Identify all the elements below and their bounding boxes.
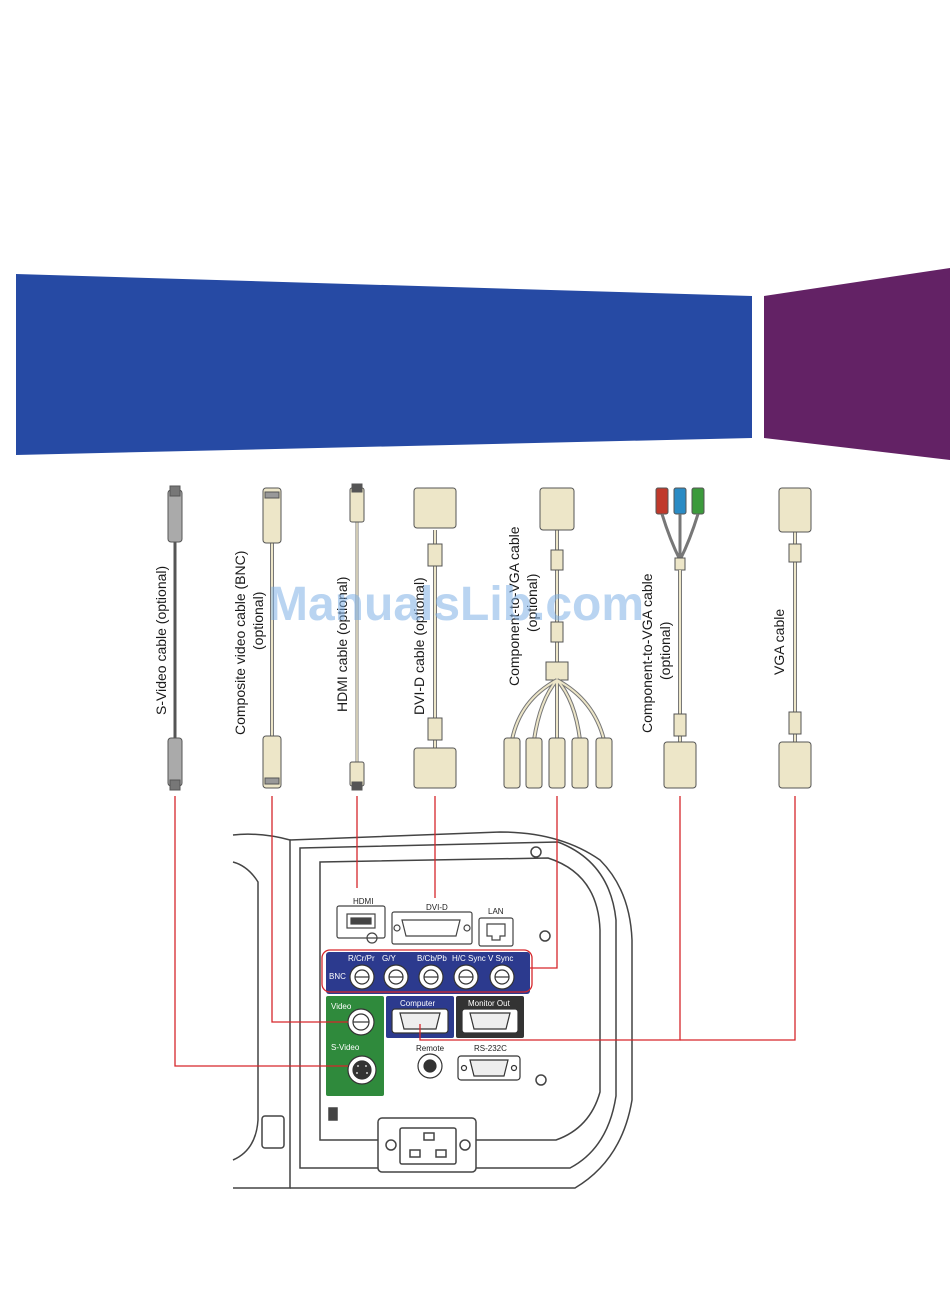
- monitor-out-label: Monitor Out: [468, 999, 511, 1008]
- bnc-jack-label: V Sync: [488, 954, 513, 963]
- bnc-jack-label: B/Cb/Pb: [417, 954, 447, 963]
- dvi-d-cable-label: DVI-D cable (optional): [411, 577, 427, 715]
- remote-port[interactable]: [417, 1053, 443, 1079]
- bnc-jack[interactable]: [383, 964, 409, 990]
- component-bnc-cable-label-2: (optional): [524, 574, 540, 632]
- bnc-jack[interactable]: [489, 964, 515, 990]
- component-rca-cable-label-2: (optional): [657, 622, 673, 680]
- bnc-jack[interactable]: [453, 964, 479, 990]
- remote-label: Remote: [416, 1044, 445, 1053]
- computer-port[interactable]: [391, 1008, 449, 1034]
- dvi-d-cable: [413, 487, 457, 789]
- bnc-jack-label: R/Cr/Pr: [348, 954, 375, 963]
- component-rca-cable-label: Component-to-VGA cable: [639, 573, 655, 733]
- bnc-jack-label: H/C Sync: [452, 954, 486, 963]
- composite-cable-label: Composite video cable (BNC): [232, 551, 248, 735]
- dvi-d-port-label: DVI-D: [426, 903, 448, 912]
- bnc-label: BNC: [329, 972, 346, 981]
- lan-port[interactable]: [478, 917, 514, 947]
- s-video-cable: [167, 485, 183, 791]
- dvi-d-port[interactable]: [391, 911, 473, 945]
- connection-lines: [174, 796, 796, 1067]
- video-port[interactable]: [347, 1008, 375, 1036]
- composite-bnc-cable: [262, 487, 282, 789]
- vga-cable-label: VGA cable: [771, 609, 787, 675]
- hdmi-cable: [349, 483, 365, 791]
- hdmi-port-label: HDMI: [353, 897, 373, 906]
- s-video-cable-label: S-Video cable (optional): [153, 566, 169, 715]
- computer-label: Computer: [400, 999, 435, 1008]
- video-label: Video: [331, 1002, 352, 1011]
- purple-banner: [764, 268, 950, 460]
- hdmi-cable-label: HDMI cable (optional): [334, 577, 350, 712]
- projector-body: [232, 831, 633, 1189]
- watermark: ManualsLib.com: [268, 578, 644, 631]
- composite-cable-label-2: (optional): [250, 592, 266, 650]
- s-video-label: S-Video: [331, 1043, 360, 1052]
- bnc-jack[interactable]: [418, 964, 444, 990]
- hdmi-port[interactable]: [336, 905, 386, 944]
- s-video-port[interactable]: [347, 1055, 377, 1085]
- rs232c-port[interactable]: [457, 1055, 521, 1081]
- bnc-jack[interactable]: [349, 964, 375, 990]
- monitor-out-port[interactable]: [461, 1008, 519, 1034]
- component-bnc-vga-cable: [503, 487, 613, 789]
- component-bnc-cable-label: Component-to-VGA cable: [506, 526, 522, 686]
- bnc-jack-label: G/Y: [382, 954, 396, 963]
- rs232c-label: RS-232C: [474, 1044, 507, 1053]
- blue-banner: [16, 274, 752, 455]
- component-rca-vga-cable: [655, 487, 705, 789]
- vga-cable: [778, 487, 812, 789]
- lan-port-label: LAN: [488, 907, 504, 916]
